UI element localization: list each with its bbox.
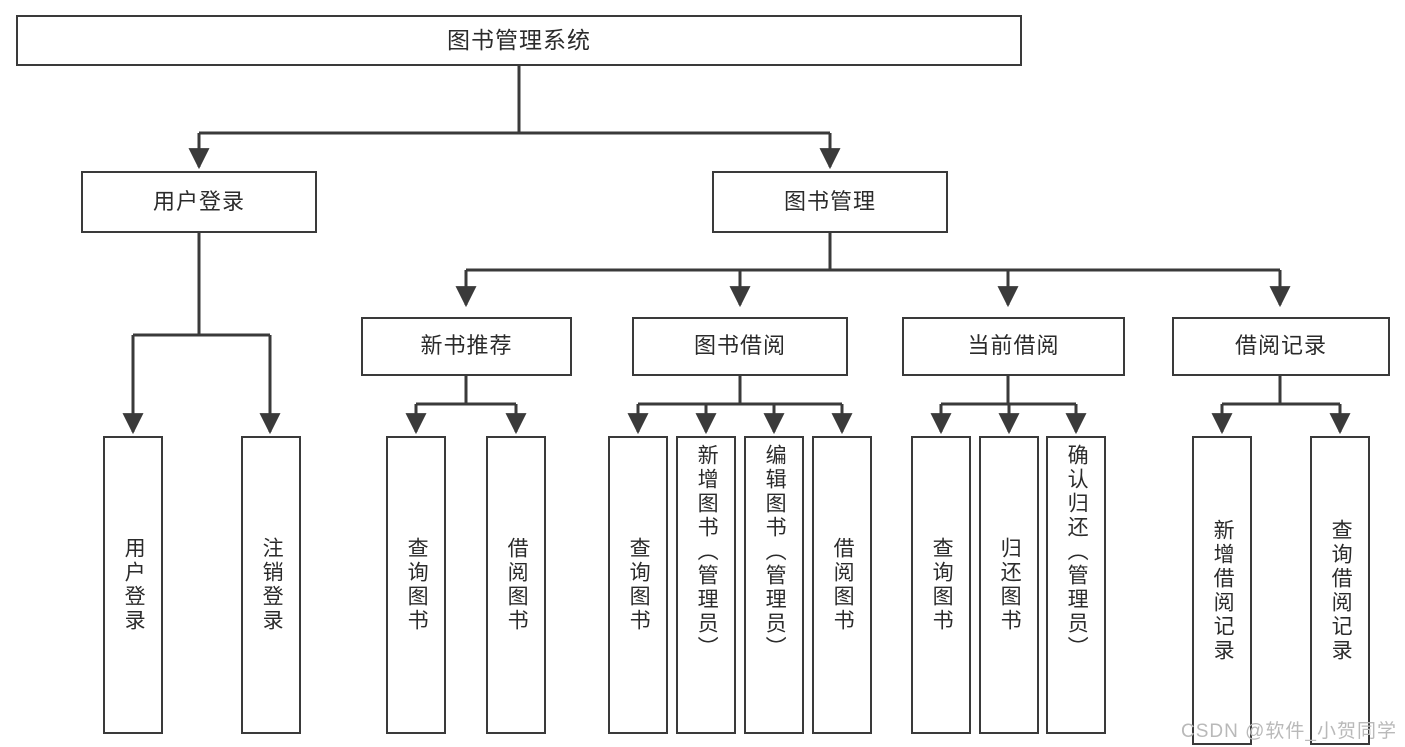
node-label: 图书管理系统	[447, 26, 591, 53]
node-label: 确认归还（管理员）	[1065, 444, 1089, 660]
node-book-borrowing[interactable]: 图书借阅	[632, 317, 848, 376]
node-label: 编辑图书（管理员）	[763, 444, 787, 660]
leaf-query-books-current[interactable]: 查询图书	[911, 436, 971, 734]
node-book-management[interactable]: 图书管理	[712, 171, 948, 233]
node-root-book-management-system[interactable]: 图书管理系统	[16, 15, 1022, 66]
leaf-borrow-books[interactable]: 借阅图书	[812, 436, 872, 734]
node-user-login[interactable]: 用户登录	[81, 171, 317, 233]
node-label: 新书推荐	[420, 333, 513, 359]
node-label: 查询图书	[405, 537, 429, 633]
leaf-borrow-books-new[interactable]: 借阅图书	[486, 436, 546, 734]
node-label: 借阅记录	[1234, 333, 1327, 359]
leaf-query-books-new[interactable]: 查询图书	[386, 436, 446, 734]
node-label: 新增图书（管理员）	[695, 444, 719, 660]
leaf-add-book-admin[interactable]: 新增图书（管理员）	[676, 436, 736, 734]
leaf-query-books-borrow[interactable]: 查询图书	[608, 436, 668, 734]
leaf-query-borrow-record[interactable]: 查询借阅记录	[1310, 436, 1370, 745]
leaf-return-books[interactable]: 归还图书	[979, 436, 1039, 734]
leaf-edit-book-admin[interactable]: 编辑图书（管理员）	[744, 436, 804, 734]
leaf-add-borrow-record[interactable]: 新增借阅记录	[1192, 436, 1252, 745]
node-label: 用户登录	[152, 188, 245, 214]
node-label: 查询借阅记录	[1329, 518, 1353, 663]
node-label: 查询图书	[627, 537, 651, 633]
node-borrowing-records[interactable]: 借阅记录	[1172, 317, 1390, 376]
node-label: 当前借阅	[967, 333, 1060, 359]
node-label: 借阅图书	[505, 537, 529, 633]
node-label: 图书借阅	[693, 333, 786, 359]
node-label: 图书管理	[783, 188, 876, 214]
node-new-book-recommendation[interactable]: 新书推荐	[361, 317, 572, 376]
node-label: 新增借阅记录	[1211, 518, 1235, 663]
leaf-user-login[interactable]: 用户登录	[103, 436, 163, 734]
node-label: 用户登录	[122, 537, 146, 633]
leaf-logout[interactable]: 注销登录	[241, 436, 301, 734]
node-current-borrowing[interactable]: 当前借阅	[902, 317, 1125, 376]
node-label: 借阅图书	[831, 537, 855, 633]
csdn-watermark: CSDN @软件_小贺同学	[1181, 721, 1397, 742]
leaf-confirm-return-admin[interactable]: 确认归还（管理员）	[1046, 436, 1106, 734]
node-label: 查询图书	[930, 537, 954, 633]
node-label: 归还图书	[998, 537, 1022, 633]
node-label: 注销登录	[260, 537, 284, 633]
